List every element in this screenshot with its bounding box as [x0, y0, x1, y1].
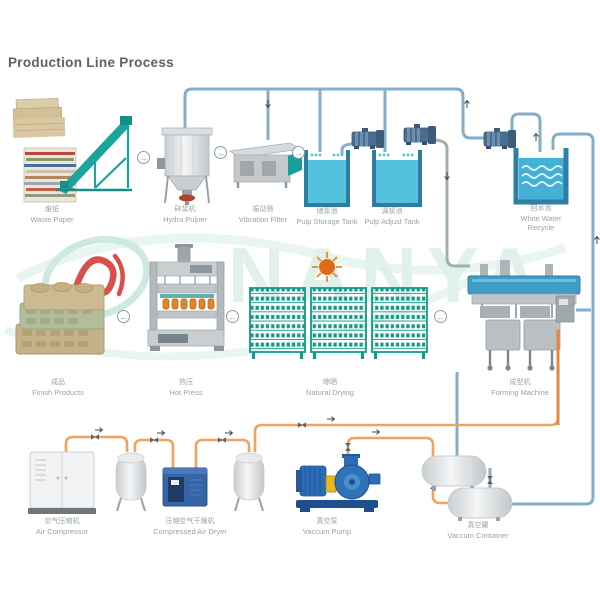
hot-press-graphic: [147, 244, 225, 351]
air-compressor-graphic: [28, 451, 96, 514]
sun-icon: [312, 252, 342, 282]
vacuum-container-graphic: [421, 455, 513, 521]
pulp-storage-tank-graphic: [304, 150, 350, 207]
step-arrow-left-icon: ←: [226, 310, 239, 323]
vacuum-pump-graphic: [296, 454, 381, 512]
white-water-pipe-network: [183, 87, 595, 506]
air-tank-1-graphic: [115, 452, 147, 512]
pulp-adjust-tank-graphic: [372, 150, 422, 207]
air-tank-2-graphic: [233, 452, 265, 512]
step-arrow-right-icon: →: [292, 146, 305, 159]
pulp-feed-pipe: [431, 138, 470, 268]
transfer-pump-icons: [351, 123, 517, 150]
hydra-pulper-graphic: [157, 127, 213, 205]
page-title: Production Line Process: [8, 55, 174, 70]
air-dryer-graphic: [162, 467, 208, 507]
vibration-filter-graphic: [228, 142, 302, 188]
white-water-tank-graphic: [513, 148, 569, 205]
step-arrow-right-icon: →: [214, 146, 227, 159]
step-arrow-left-icon: ←: [434, 310, 447, 323]
step-arrow-left-icon: ←: [117, 310, 130, 323]
finish-products-graphic: [15, 282, 105, 355]
step-arrow-right-icon: →: [137, 151, 150, 164]
feed-conveyor-graphic: [56, 116, 132, 194]
natural-drying-racks-graphic: [249, 252, 428, 359]
forming-machine-graphic: [467, 260, 581, 425]
flow-direction-arrows: [95, 99, 600, 436]
waste-paper-graphic: [12, 98, 77, 203]
